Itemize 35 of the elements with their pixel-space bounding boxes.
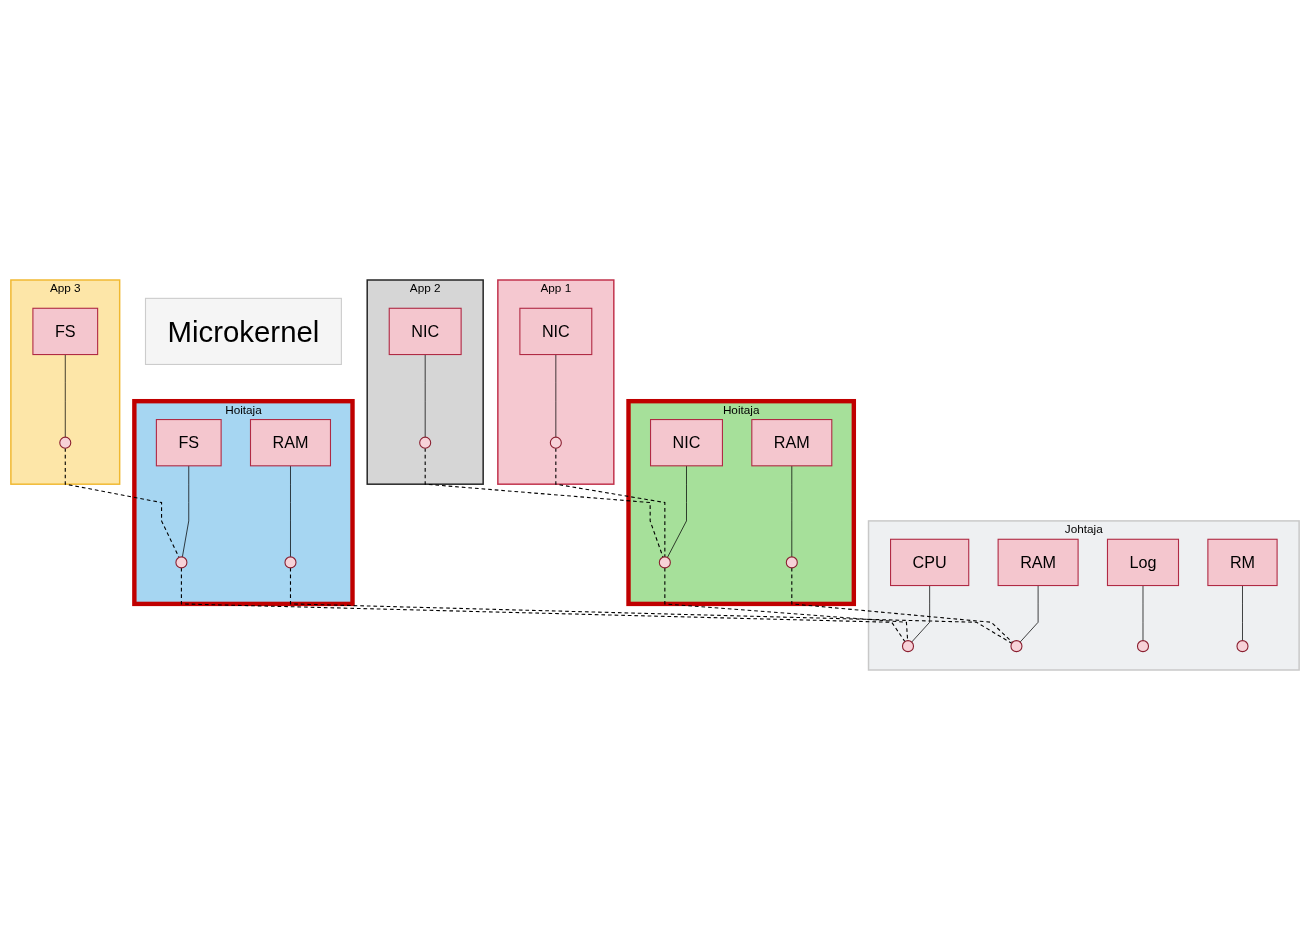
- connector: [1019, 585, 1038, 643]
- connector: [554, 447, 665, 558]
- connector: [666, 465, 687, 558]
- node-circle: [549, 436, 562, 449]
- node-box: NIC: [388, 307, 462, 356]
- node-circle: [785, 556, 798, 569]
- connector: [424, 447, 664, 558]
- node-circle: [58, 436, 71, 449]
- node-circle: [283, 556, 297, 569]
- node-box: FS: [31, 307, 98, 356]
- node-box: CPU: [889, 538, 969, 587]
- node-box: NIC: [649, 419, 723, 467]
- node-circle: [1009, 640, 1022, 653]
- node-box: Microkernel: [144, 297, 342, 365]
- connector: [180, 567, 905, 643]
- connector: [289, 567, 1012, 644]
- node-box: NIC: [518, 307, 592, 356]
- node-circle: [1136, 640, 1149, 653]
- node-circle: [1235, 640, 1249, 653]
- node-box: RM: [1206, 538, 1278, 587]
- connector: [1241, 585, 1243, 641]
- node-circle: [901, 640, 914, 653]
- node-circle: [658, 556, 671, 569]
- node-box: RAM: [997, 538, 1079, 587]
- node-box: FS: [155, 419, 222, 467]
- node-box: RAM: [249, 419, 331, 467]
- connector: [289, 465, 291, 558]
- connector: [181, 465, 189, 558]
- node-box: RAM: [750, 419, 832, 467]
- node-box: Log: [1106, 538, 1179, 587]
- connector: [64, 447, 180, 558]
- node-circle: [418, 436, 431, 449]
- connector: [790, 567, 1013, 643]
- connector: [910, 585, 930, 643]
- node-circle: [174, 556, 187, 569]
